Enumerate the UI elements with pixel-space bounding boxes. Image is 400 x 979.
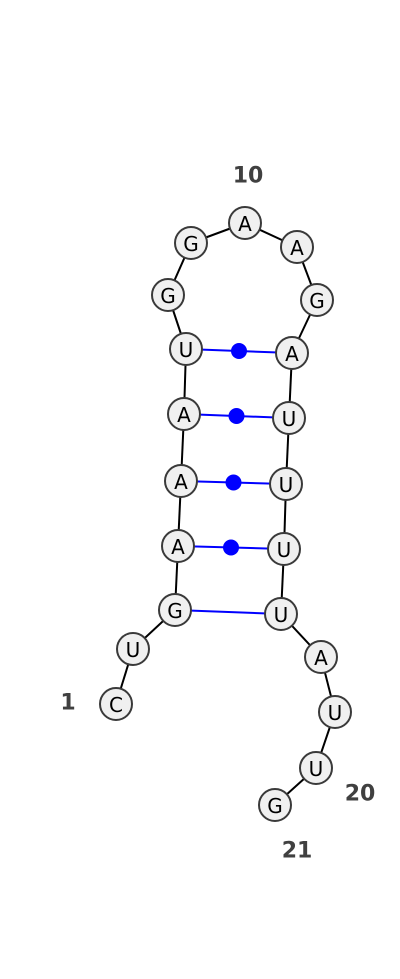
nucleotide-circle [304, 640, 338, 674]
nucleotide-6: A [167, 397, 201, 431]
nucleotide-11: A [280, 230, 314, 264]
nucleotide-circle [99, 687, 133, 721]
nucleotide-19: U [318, 695, 352, 729]
nucleotide-circle [151, 278, 185, 312]
nucleotide-letter: A [174, 470, 188, 494]
nucleotide-letter: U [282, 407, 297, 431]
nucleotide-letter: A [285, 342, 299, 366]
nucleotide-letter: C [109, 693, 123, 717]
base-pair-dot-4-16 [223, 539, 239, 556]
nucleotide-circle [264, 597, 298, 631]
nucleotide-letter: A [171, 535, 185, 559]
position-label-20: 20 [345, 782, 376, 807]
nucleotide-circle [275, 336, 309, 370]
base-pair-3-17 [174, 609, 282, 615]
nucleotide-letter: U [126, 638, 141, 662]
base-pair-dot-7-13 [231, 343, 247, 359]
nucleotide-10: A [228, 206, 262, 240]
nucleotide-letter: A [314, 646, 328, 670]
nucleotide-16: U [267, 532, 301, 566]
nucleotide-circle [158, 593, 192, 627]
nucleotide-letter: U [277, 538, 292, 562]
nucleotide-circle [169, 332, 203, 366]
nucleotide-1: C [99, 687, 133, 721]
nucleotide-circle [228, 206, 262, 240]
nucleotide-circle [161, 529, 195, 563]
nucleotide-circle [258, 788, 292, 822]
nucleotide-circle [280, 230, 314, 264]
nucleotide-15: U [269, 467, 303, 501]
nucleotide-letter: G [167, 599, 183, 623]
base-pairs-layer [174, 343, 293, 615]
position-label-21: 21 [282, 839, 313, 864]
nucleotide-letter: A [238, 212, 252, 236]
nucleotide-7: U [169, 332, 203, 366]
nucleotide-letter: G [160, 284, 176, 308]
nucleotide-circle [272, 401, 306, 435]
nucleotide-9: G [174, 226, 208, 260]
nucleotide-letter: A [290, 236, 304, 260]
nucleotide-21: G [258, 788, 292, 822]
nucleotide-8: G [151, 278, 185, 312]
nucleotide-circle [318, 695, 352, 729]
backbone-layer [115, 222, 336, 806]
nucleotide-2: U [116, 632, 150, 666]
nucleotide-letter: U [279, 473, 294, 497]
nucleotide-3: G [158, 593, 192, 627]
nucleotide-13: A [275, 336, 309, 370]
nucleotide-circle [164, 464, 198, 498]
nucleotide-letter: G [267, 794, 283, 818]
nucleotide-letter: U [309, 757, 324, 781]
nucleotide-17: U [264, 597, 298, 631]
nucleotide-circle [174, 226, 208, 260]
nucleotide-18: A [304, 640, 338, 674]
nucleotide-14: U [272, 401, 306, 435]
nucleotide-20: U [299, 751, 333, 785]
position-label-1: 1 [60, 691, 75, 716]
nucleotide-5: A [164, 464, 198, 498]
nucleotide-circle [267, 532, 301, 566]
base-pair-dot-6-14 [228, 408, 245, 424]
nucleotide-12: G [300, 283, 334, 317]
nucleotide-circle [167, 397, 201, 431]
nucleotide-circle [300, 283, 334, 317]
position-label-10: 10 [233, 164, 264, 189]
nucleotide-letter: U [328, 701, 343, 725]
nucleotide-letter: U [274, 603, 289, 627]
nucleotide-letter: A [177, 403, 191, 427]
nucleotides-layer: C U G A A A U G G A A G A U U U U A U U G [99, 206, 352, 822]
nucleotide-circle [116, 632, 150, 666]
nucleotide-letter: G [183, 232, 199, 256]
nucleotide-letter: U [179, 338, 194, 362]
nucleotide-circle [299, 751, 333, 785]
position-labels-layer: 1 10 20 21 [60, 164, 375, 864]
nucleotide-circle [269, 467, 303, 501]
nucleotide-letter: G [309, 289, 325, 313]
base-pair-dot-5-15 [225, 474, 242, 491]
nucleotide-4: A [161, 529, 195, 563]
